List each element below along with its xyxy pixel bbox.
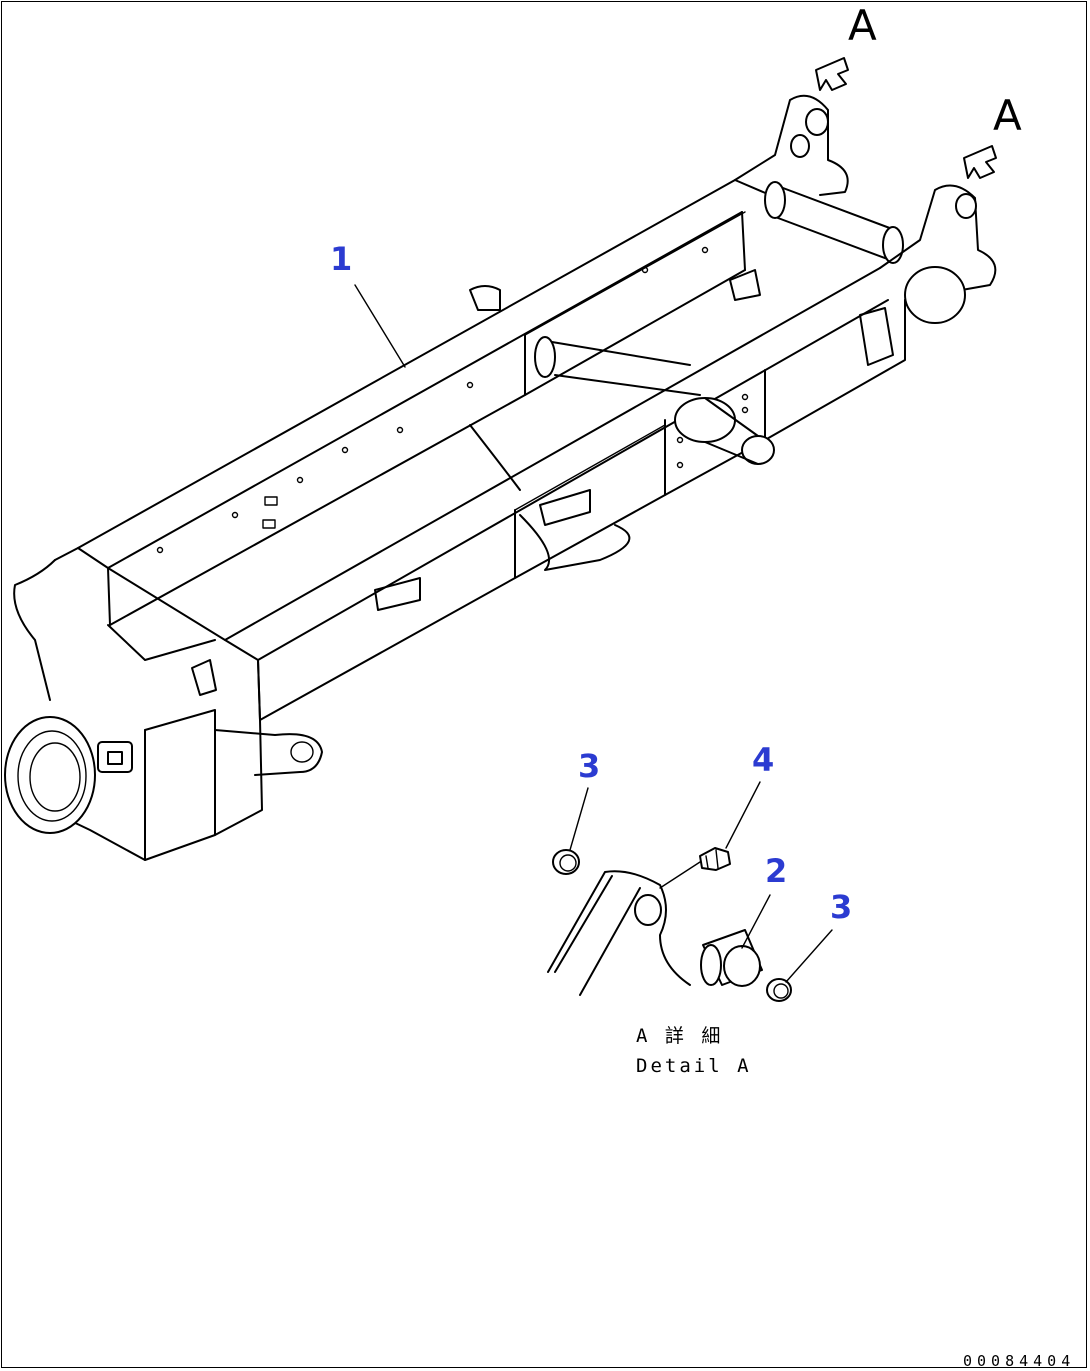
view-arrow-a-left <box>815 57 849 91</box>
detail-caption-en: Detail A <box>636 1055 752 1077</box>
callout-part-3a: 3 <box>578 747 600 785</box>
leader-lines <box>354 284 833 983</box>
view-label-a-left: A <box>848 1 877 50</box>
detail-a-drawing <box>547 847 792 1002</box>
callout-part-2: 2 <box>765 852 787 890</box>
view-arrow-a-right <box>963 145 997 179</box>
callout-part-3b: 3 <box>830 888 852 926</box>
callout-part-4: 4 <box>752 741 774 779</box>
document-number: 00084404 <box>963 1352 1075 1370</box>
detail-caption-jp: A 詳 細 <box>636 1025 723 1047</box>
view-label-a-right: A <box>993 91 1022 140</box>
callout-part-1: 1 <box>330 240 352 278</box>
main-frame-drawing <box>4 94 997 861</box>
